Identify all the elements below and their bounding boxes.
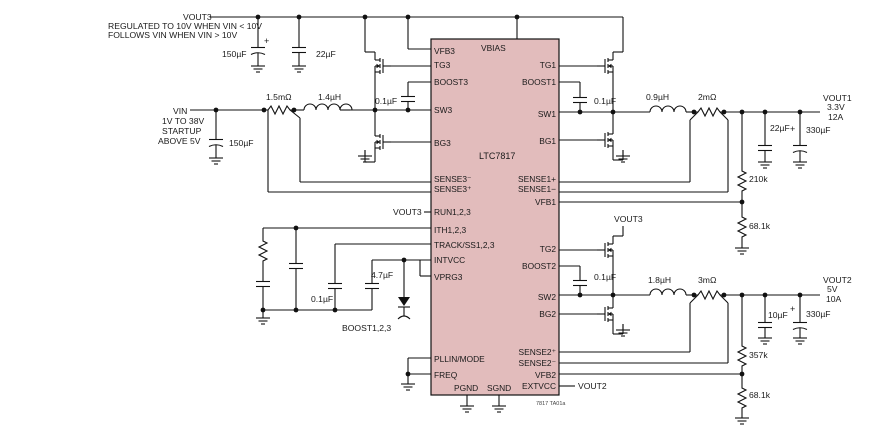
c-out1-bulk-value: 330µF bbox=[806, 125, 831, 135]
pin-intvcc: INTVCC bbox=[434, 255, 465, 265]
c-vout3-bulk-value: 150µF bbox=[222, 49, 247, 59]
pin-sense1-plus: SENSE1+ bbox=[518, 174, 556, 184]
pin-ith: ITH1,2,3 bbox=[434, 225, 466, 235]
c-out2-bulk-value: 330µF bbox=[806, 309, 831, 319]
pin-tg2: TG2 bbox=[540, 244, 557, 254]
pin-boost3: BOOST3 bbox=[434, 77, 468, 87]
vin-range-label: 1V TO 38V bbox=[162, 116, 204, 126]
pin-sense2-minus: SENSE2⁻ bbox=[519, 358, 556, 368]
r-fb1-bot-value: 68.1k bbox=[749, 221, 771, 231]
pin-tg1: TG1 bbox=[540, 60, 557, 70]
vout1-current: 12A bbox=[828, 112, 844, 122]
pin-pllin: PLLIN/MODE bbox=[434, 354, 485, 364]
c-vin-value: 150µF bbox=[229, 138, 254, 148]
pin-tg3: TG3 bbox=[434, 60, 451, 70]
c-out1-cer-value: 22µF bbox=[770, 123, 790, 133]
ic-part-label: LTC7817 bbox=[479, 151, 515, 161]
pin-vbias: VBIAS bbox=[481, 43, 506, 53]
vout3-top-label: VOUT3 bbox=[183, 12, 212, 22]
vout2-label: VOUT2 bbox=[823, 275, 852, 285]
pin-vfb3: VFB3 bbox=[434, 46, 455, 56]
vout3-mid-label: VOUT3 bbox=[614, 214, 643, 224]
r-fb1-top-value: 210k bbox=[749, 174, 768, 184]
channel2-power-stage: + bbox=[559, 226, 820, 425]
vin-startup-label: STARTUP bbox=[162, 126, 202, 136]
channel3-power-stage bbox=[190, 51, 431, 193]
r-sense1-value: 2mΩ bbox=[698, 92, 717, 102]
vout3-note-line1: REGULATED TO 10V WHEN VIN < 10V bbox=[108, 21, 262, 31]
vout1-voltage: 3.3V bbox=[827, 102, 845, 112]
pin-boost1: BOOST1 bbox=[522, 77, 556, 87]
pin-sw3: SW3 bbox=[434, 105, 452, 115]
vout3-note-line2: FOLLOWS VIN WHEN VIN > 10V bbox=[108, 30, 237, 40]
l-ch1-value: 0.9µH bbox=[646, 92, 669, 102]
l-ch2-value: 1.8µH bbox=[648, 275, 671, 285]
vout1-label: VOUT1 bbox=[823, 93, 852, 103]
pin-sense3-minus: SENSE3⁻ bbox=[434, 174, 471, 184]
pin-bg3: BG3 bbox=[434, 138, 451, 148]
ic-body bbox=[430, 38, 560, 396]
figure-id: 7817 TA01a bbox=[536, 401, 566, 407]
pin-run: RUN1,2,3 bbox=[434, 207, 471, 217]
pin-boost2: BOOST2 bbox=[522, 261, 556, 271]
c-boost2-value: 0.1µF bbox=[594, 272, 616, 282]
pin-sw2: SW2 bbox=[538, 292, 556, 302]
vout3-bulk-plus: + bbox=[264, 36, 269, 46]
pin-sgnd: SGND bbox=[487, 383, 511, 393]
pin-pgnd: PGND bbox=[454, 383, 478, 393]
c-out1-bulk-plus: + bbox=[790, 124, 795, 134]
ic-ground-pins bbox=[459, 395, 507, 413]
pin-vprg3: VPRG3 bbox=[434, 272, 463, 282]
vout3-rail: + bbox=[210, 14, 624, 73]
vout2-extvcc-label: VOUT2 bbox=[578, 381, 607, 391]
boost123-label: BOOST1,2,3 bbox=[342, 323, 391, 333]
pin-vfb1: VFB1 bbox=[535, 197, 556, 207]
c-track-value: 0.1µF bbox=[311, 294, 333, 304]
vout3-run-label: VOUT3 bbox=[393, 207, 422, 217]
vout2-voltage: 5V bbox=[827, 284, 838, 294]
vin-label: VIN bbox=[173, 106, 187, 116]
pllin-freq-ground bbox=[400, 357, 431, 391]
pin-extvcc: EXTVCC bbox=[522, 381, 556, 391]
pin-bg2: BG2 bbox=[539, 309, 556, 319]
pin-sense3-plus: SENSE3⁺ bbox=[434, 184, 471, 194]
pin-freq: FREQ bbox=[434, 370, 458, 380]
pin-bg1: BG1 bbox=[539, 136, 556, 146]
c-boost3-value: 0.1µF bbox=[375, 96, 397, 106]
l-ch3-value: 1.4µH bbox=[318, 92, 341, 102]
c-intvcc-value: 4.7µF bbox=[371, 270, 393, 280]
channel1-power-stage: + bbox=[559, 51, 820, 255]
pin-track: TRACK/SS1,2,3 bbox=[434, 240, 495, 250]
r-fb2-top-value: 357k bbox=[749, 350, 768, 360]
pin-vfb2: VFB2 bbox=[535, 370, 556, 380]
r-fb2-bot-value: 68.1k bbox=[749, 390, 771, 400]
r-sense3-value: 1.5mΩ bbox=[266, 92, 292, 102]
c-vout3-cer-value: 22µF bbox=[316, 49, 336, 59]
c-out2-cer-value: 10µF bbox=[768, 310, 788, 320]
pin-sense2-plus: SENSE2⁺ bbox=[519, 347, 556, 357]
r-sense2-value: 3mΩ bbox=[698, 275, 717, 285]
pin-sense1-minus: SENSE1− bbox=[518, 184, 556, 194]
vin-above-label: ABOVE 5V bbox=[158, 136, 201, 146]
c-out2-bulk-plus: + bbox=[790, 304, 795, 314]
compensation-network bbox=[255, 225, 431, 325]
pin-sw1: SW1 bbox=[538, 109, 556, 119]
vout2-current: 10A bbox=[826, 294, 842, 304]
c-boost1-value: 0.1µF bbox=[594, 96, 616, 106]
